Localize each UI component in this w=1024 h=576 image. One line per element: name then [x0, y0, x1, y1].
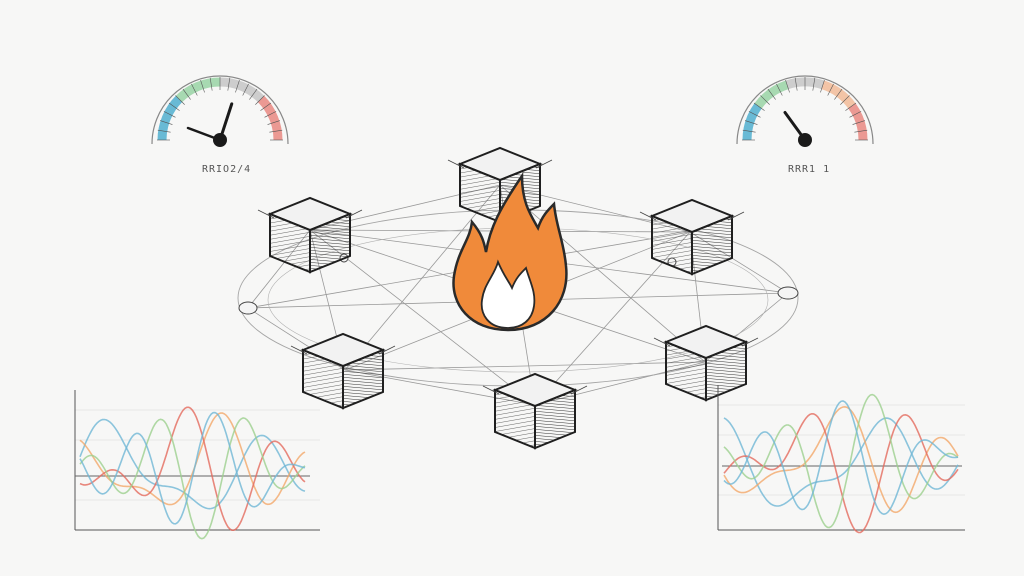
gauge-tick [827, 83, 834, 96]
link [344, 184, 501, 371]
gauge-tick [748, 111, 761, 118]
gauge-segment [157, 95, 183, 141]
waveform-grid [75, 409, 320, 501]
waveform-line [723, 400, 959, 516]
gauge-tick [785, 79, 790, 93]
gauge-label-left: RRIO2/4 [202, 164, 252, 175]
gauge-tick [820, 79, 825, 93]
gauge-hub [213, 133, 227, 147]
connector-circle [238, 301, 258, 315]
gauge-tick [242, 83, 249, 96]
gauge-tick [794, 77, 798, 91]
waveform-line [79, 411, 306, 525]
gauge-tick [235, 79, 240, 93]
cube-icon [653, 325, 759, 401]
gauge-tick [200, 79, 205, 93]
waveform-line [79, 417, 306, 540]
gauge-tick [168, 102, 180, 111]
gauge-tick [753, 102, 765, 111]
gauge-tick [744, 120, 758, 125]
gauge-scale [157, 77, 283, 141]
gauge-segment [219, 77, 265, 103]
gauge-tick [182, 88, 191, 100]
gauge-bezel [151, 75, 289, 145]
cube-icon [482, 373, 588, 449]
gauge-tick [209, 77, 213, 91]
flame-icon [452, 171, 568, 332]
gauge-tick [159, 120, 173, 125]
gauge-tick [854, 129, 868, 133]
gauge-tick [849, 111, 862, 118]
gauge-tick [767, 88, 776, 100]
link [344, 361, 706, 371]
gauge-tick [163, 111, 176, 118]
gauge-tick [249, 88, 258, 100]
gauge-tick [255, 95, 265, 105]
gauge-label-right: RRR1 1 [788, 164, 831, 175]
gauge-tick [852, 120, 866, 125]
gauge-tick [760, 95, 770, 105]
link [499, 184, 706, 363]
waveform-panel-left [74, 390, 320, 540]
waveform-line [723, 405, 959, 514]
gauge-tick [267, 120, 281, 125]
gauge-tick [157, 129, 171, 133]
gauge-tick [845, 102, 857, 111]
waveform-lines [723, 393, 959, 534]
waveform-line [79, 412, 306, 506]
cube-icon [639, 199, 745, 275]
gauge-segment [175, 77, 221, 103]
connector-circle [777, 286, 799, 300]
gauge-tick [812, 77, 816, 91]
gauge-tick [840, 95, 850, 105]
waveform-line [723, 393, 959, 529]
gauge-tick [269, 129, 283, 133]
gauge-right [736, 75, 874, 147]
waveform-lines [79, 406, 306, 540]
gauge-bezel [736, 75, 874, 145]
gauge-tick [264, 111, 277, 118]
connector-nodes [238, 253, 799, 315]
gauge-tick [742, 129, 756, 133]
gauge-segment [257, 95, 283, 141]
gauge-left [151, 75, 289, 147]
gauge-hub [798, 133, 812, 147]
gauge-tick [175, 95, 185, 105]
gauge-tick [260, 102, 272, 111]
gauge-tick [834, 88, 843, 100]
gauge-tick [227, 77, 231, 91]
gauge-tick [776, 83, 783, 96]
gauge-tick [191, 83, 198, 96]
waveform-panel-right [717, 385, 965, 534]
waveform-line [79, 418, 306, 510]
gauge-scale [742, 77, 868, 141]
